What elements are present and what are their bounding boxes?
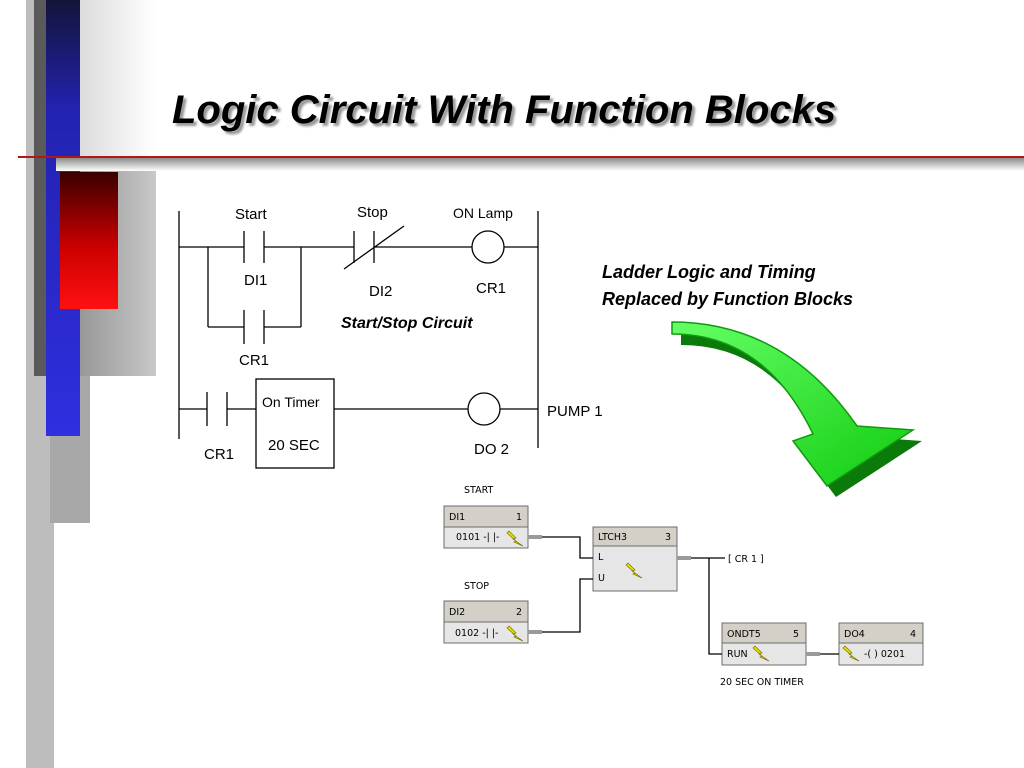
function-block-diagram: START STOP DI1 1 0101 -| |- DI2 2 0102 -…	[443, 485, 924, 688]
rung-start-stop	[179, 225, 538, 344]
svg-text:DI2: DI2	[449, 607, 465, 618]
annotation-line-2: Replaced by Function Blocks	[602, 289, 853, 309]
fb-wires	[528, 535, 839, 656]
stop-caption: STOP	[464, 581, 489, 592]
lightning-icon	[842, 645, 860, 662]
pump1-label: PUMP 1	[547, 403, 603, 420]
title-underline-red	[18, 156, 1024, 158]
svg-text:4: 4	[910, 629, 916, 640]
svg-text:0102 -| |-: 0102 -| |-	[455, 628, 498, 639]
lightning-icon	[506, 530, 524, 547]
svg-text:5: 5	[793, 629, 799, 640]
svg-text:ONDT5: ONDT5	[727, 629, 761, 640]
lightning-icon	[625, 562, 643, 579]
do4-block: DO4 4 -( ) 0201	[838, 622, 924, 666]
start-caption: START	[464, 485, 494, 496]
di1-block: DI1 1 0101 -| |-	[443, 505, 529, 549]
cr1-tag: [ CR 1 ]	[728, 554, 764, 565]
on-timer-block	[255, 378, 335, 469]
annotation-line-1: Ladder Logic and Timing	[602, 262, 816, 282]
rung-timer	[179, 378, 538, 469]
ladder-diagram: Start DI1 Stop DI2 ON Lamp CR1 Start/Sto…	[178, 204, 603, 469]
svg-text:RUN: RUN	[727, 649, 748, 660]
decor-bar-darkgray	[34, 0, 46, 376]
timer-caption: 20 SEC ON TIMER	[720, 677, 804, 688]
on-timer-label: On Timer	[262, 394, 320, 410]
curved-arrow-icon	[671, 321, 922, 497]
seal-contact-label: CR1	[239, 352, 269, 369]
timer-value-label: 20 SEC	[268, 437, 320, 454]
svg-text:-( ) 0201: -( ) 0201	[864, 649, 905, 660]
lightning-icon	[506, 625, 524, 642]
on-lamp-label: ON Lamp	[453, 205, 513, 221]
svg-text:U: U	[598, 573, 605, 584]
ondt5-block: ONDT5 5 RUN	[721, 622, 807, 666]
svg-text:LTCH3: LTCH3	[598, 532, 627, 543]
di2-block: DI2 2 0102 -| |-	[443, 600, 529, 644]
di2-label: DI2	[369, 283, 392, 300]
svg-text:3: 3	[665, 532, 671, 543]
stop-label: Stop	[357, 204, 388, 221]
title-underline-shadow	[56, 158, 1024, 171]
on-lamp-coil	[471, 230, 505, 264]
circuit-caption: Start/Stop Circuit	[341, 315, 473, 332]
di1-label: DI1	[244, 272, 267, 289]
timer-contact-label: CR1	[204, 446, 234, 463]
svg-text:DI1: DI1	[449, 512, 465, 523]
svg-text:2: 2	[516, 607, 522, 618]
slide-title: Logic Circuit With Function Blocks	[172, 88, 837, 132]
start-label: Start	[235, 206, 268, 223]
do2-label: DO 2	[474, 441, 509, 458]
do2-coil	[467, 392, 501, 426]
decor-bar-red	[60, 172, 118, 309]
svg-text:1: 1	[516, 512, 522, 523]
lightning-icon	[752, 645, 770, 662]
svg-text:DO4: DO4	[844, 629, 865, 640]
decor-bar-white	[80, 0, 156, 156]
ltch3-block: LTCH3 3 L U	[592, 526, 678, 592]
cr1-coil-label: CR1	[476, 280, 506, 297]
svg-text:L: L	[598, 552, 604, 563]
svg-text:0101 -| |-: 0101 -| |-	[456, 532, 499, 543]
